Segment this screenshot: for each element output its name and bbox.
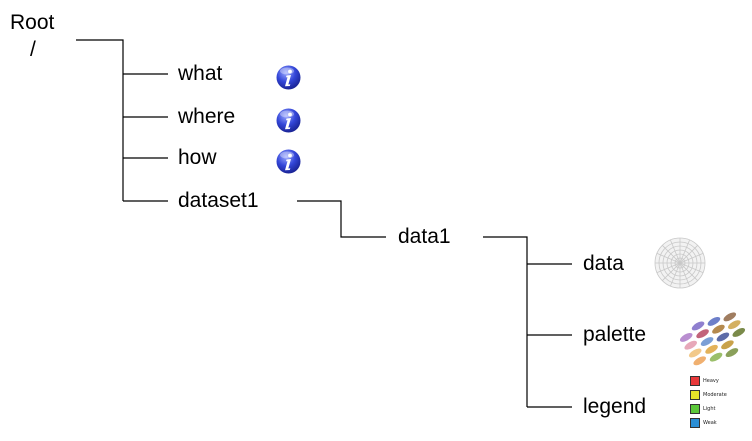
root-label: Root (10, 11, 55, 34)
node-what[interactable]: what (178, 62, 223, 85)
node-palette[interactable]: palette (583, 323, 647, 346)
legend-entry-label: Light (703, 405, 716, 412)
info-icon[interactable] (276, 65, 301, 90)
legend-entry-weak: Weak (690, 417, 717, 428)
polar-grid-icon (654, 237, 706, 289)
legend-swatch (690, 417, 700, 428)
node-data[interactable]: data (583, 252, 624, 275)
node-data1[interactable]: data1 (398, 225, 451, 248)
info-icon[interactable] (276, 108, 301, 133)
legend-entry-light: Light (690, 403, 715, 414)
legend-entry-label: Moderate (703, 391, 727, 398)
node-dataset1[interactable]: dataset1 (178, 189, 259, 212)
node-where[interactable]: where (178, 105, 236, 128)
color-palette-icon (680, 312, 746, 366)
legend-swatch (690, 375, 700, 386)
connector-root (76, 39, 124, 201)
node-legend[interactable]: legend (583, 395, 647, 418)
legend-icon: Heavy Moderate Light Weak (690, 375, 750, 428)
info-icon[interactable] (276, 149, 301, 174)
connector-data1 (297, 200, 386, 238)
legend-entry-heavy: Heavy (690, 375, 719, 386)
node-how[interactable]: how (178, 146, 217, 169)
legend-entry-label: Heavy (703, 377, 719, 384)
connector-data1-children (483, 236, 528, 407)
legend-entry-label: Weak (703, 419, 717, 426)
legend-entry-moderate: Moderate (690, 389, 727, 400)
legend-swatch (690, 389, 700, 400)
root-path: / (30, 38, 36, 61)
legend-swatch (690, 403, 700, 414)
